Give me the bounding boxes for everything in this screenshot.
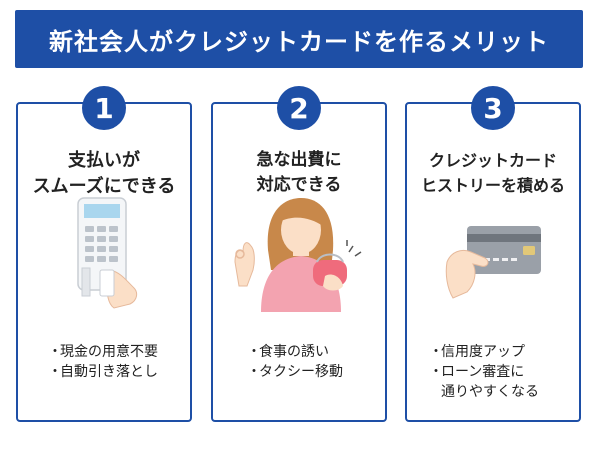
step-number-badge: 2 xyxy=(277,86,321,130)
list-item: ・現金の用意不要 xyxy=(48,344,158,360)
benefit-card-2: 2 急な出費に 対応できる ・食事の誘い ・タクシー移動 xyxy=(211,86,387,422)
benefit-card-3: 3 クレジットカード ヒストリーを積める ・信用度アップ ・ローン審査に 通りや… xyxy=(405,86,581,422)
benefit-card-1: 1 支払いが スムーズにできる ・現金の用意不要 ・自動引き落とし xyxy=(16,86,192,422)
title-banner: 新社会人がクレジットカードを作るメリット xyxy=(15,10,583,68)
hand-holding-card-icon xyxy=(445,226,541,299)
step-number-badge: 3 xyxy=(471,86,515,130)
step-number-badge: 1 xyxy=(82,86,126,130)
list-item: ・自動引き落とし xyxy=(48,364,158,380)
card-heading: クレジットカード ヒストリーを積める xyxy=(420,151,565,195)
benefit-list: ・現金の用意不要 ・自動引き落とし xyxy=(18,342,190,382)
list-item: ・信用度アップ xyxy=(429,344,525,360)
benefit-list: ・信用度アップ ・ローン審査に 通りやすくなる xyxy=(407,342,579,402)
list-item: ・ローン審査に xyxy=(429,364,525,380)
payment-terminal-icon xyxy=(77,197,138,309)
card-heading: 支払いが スムーズにできる xyxy=(32,150,176,197)
card-heading: 急な出費に 対応できる xyxy=(256,150,342,195)
woman-with-wallet-icon xyxy=(234,198,362,312)
page-title: 新社会人がクレジットカードを作るメリット xyxy=(49,27,549,56)
list-item: ・タクシー移動 xyxy=(247,364,343,380)
list-item: ・食事の誘い xyxy=(247,344,329,360)
benefit-list: ・食事の誘い ・タクシー移動 xyxy=(213,342,385,382)
list-item: 通りやすくなる xyxy=(441,384,539,400)
